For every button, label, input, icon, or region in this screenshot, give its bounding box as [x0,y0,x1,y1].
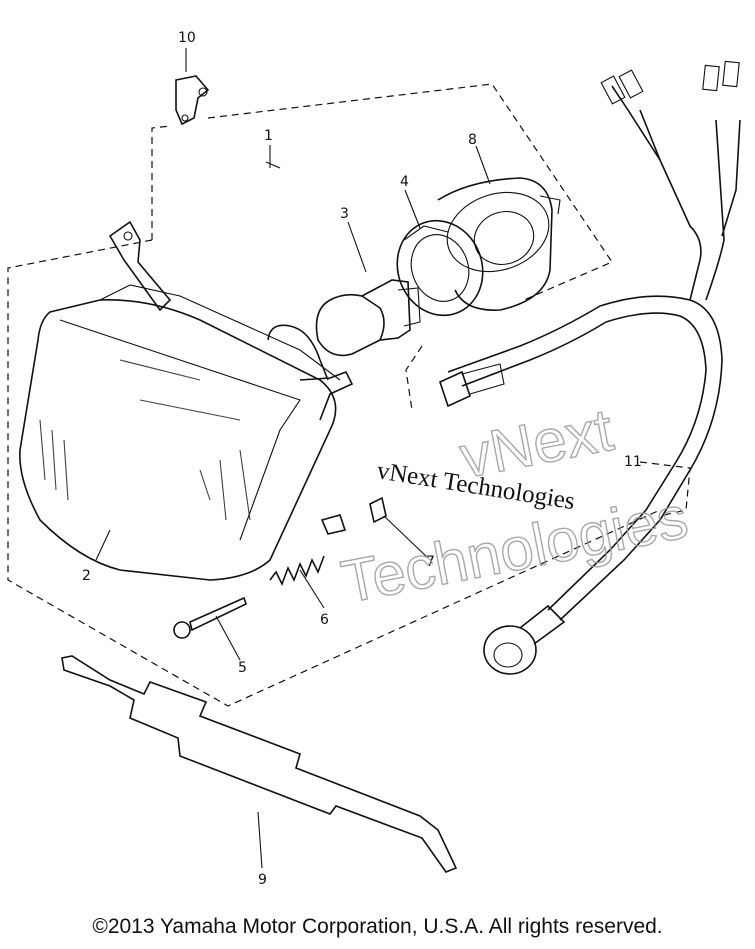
assembly-boundary [7,83,661,707]
callout-6: 6 [320,612,329,628]
callout-labels: 10 1 8 4 3 2 5 6 7 9 11 [82,30,642,888]
clamp-part [175,48,210,126]
leader-lines [95,145,281,561]
socket-ring-part [396,189,484,317]
callout-10: 10 [178,30,196,46]
bulb-part [315,221,421,357]
copyright-notice: ©2013 Yamaha Motor Corporation, U.S.A. A… [92,915,663,938]
screw-part [173,596,247,661]
headlight-housing-part [19,220,354,581]
mounting-plate-part [61,655,458,873]
nut-part [369,496,429,559]
callout-5: 5 [238,660,247,676]
callout-7: 7 [426,554,435,570]
callout-9: 9 [258,872,267,888]
callout-4: 4 [400,174,409,190]
callout-2: 2 [82,568,91,584]
headlight-exploded-diagram: 10 1 8 4 3 2 5 6 7 9 11 vNext Technologi… [7,30,741,888]
callout-11: 11 [624,454,642,470]
wire-harness-part [439,60,741,675]
dust-cover-part [437,145,561,311]
spring-part [269,555,325,609]
callout-8: 8 [468,132,477,148]
callout-3: 3 [340,206,349,222]
callout-1: 1 [264,128,273,144]
